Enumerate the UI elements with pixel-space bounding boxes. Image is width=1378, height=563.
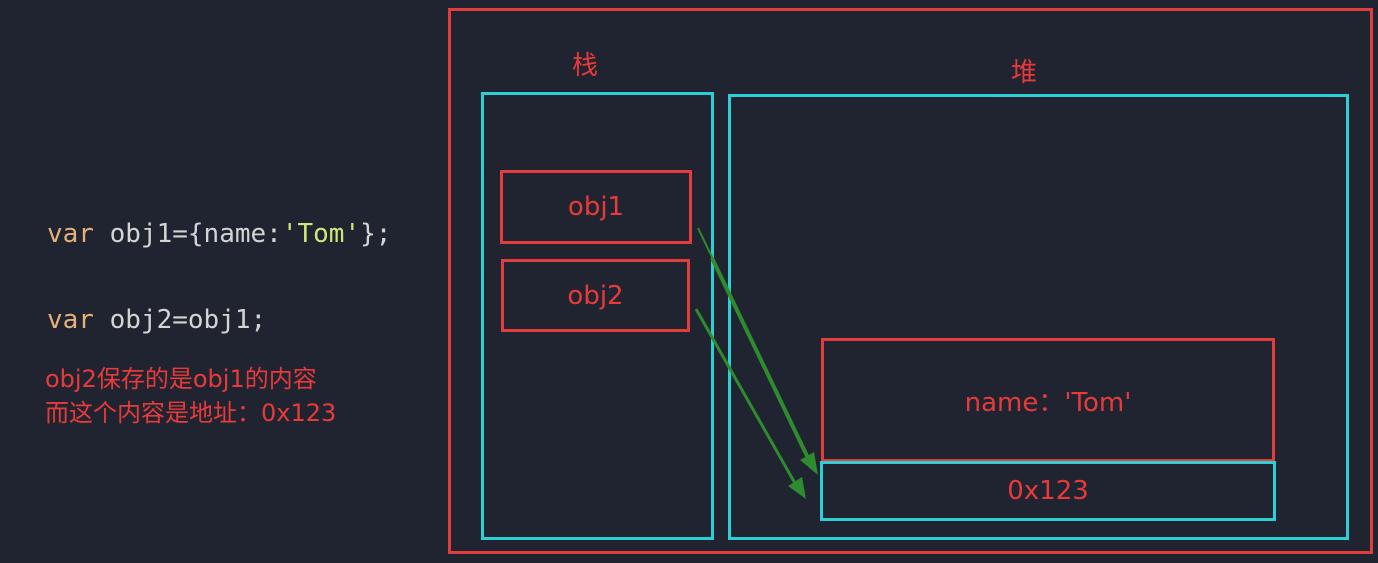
- stack-region: [481, 92, 714, 540]
- arrow-obj1: [710, 257, 810, 459]
- heap-region: [728, 94, 1349, 540]
- stack-label: 栈: [572, 51, 599, 81]
- identifier: obj1: [109, 219, 173, 249]
- arrow-obj2: [694, 308, 798, 486]
- heap-object: name：'Tom': [821, 338, 1275, 462]
- object-content: name：'Tom': [964, 387, 1132, 418]
- note-line-2: 而这个内容是地址：0x123: [45, 399, 337, 427]
- code-text: };: [360, 219, 392, 249]
- stack-var-obj1: obj1: [500, 170, 692, 244]
- arrowhead-obj1: [800, 452, 818, 475]
- memory-frame: [448, 8, 1373, 554]
- keyword: var: [47, 305, 94, 335]
- address-value: 0x123: [1007, 476, 1089, 506]
- heap-label: 堆: [1011, 58, 1038, 88]
- string-literal: 'Tom': [281, 219, 361, 249]
- code-text: =obj1;: [172, 305, 267, 335]
- keyword: var: [47, 219, 94, 249]
- note-line-1: obj2保存的是obj1的内容: [45, 365, 317, 393]
- code-snippet: var obj1={name:'Tom'}; var obj2=obj1;: [47, 170, 391, 385]
- code-line-1: var obj1={name:'Tom'};: [47, 213, 391, 256]
- var-label: obj1: [567, 192, 625, 222]
- code-line-2: var obj2=obj1;: [47, 299, 391, 342]
- arrowhead-obj2: [788, 477, 806, 499]
- code-text: ={name:: [172, 219, 282, 249]
- identifier: obj2: [109, 305, 173, 335]
- explanation-note: obj2保存的是obj1的内容 而这个内容是地址：0x123: [45, 362, 336, 430]
- stack-var-obj2: obj2: [501, 259, 690, 332]
- heap-address: 0x123: [820, 461, 1276, 521]
- var-label: obj2: [567, 280, 624, 311]
